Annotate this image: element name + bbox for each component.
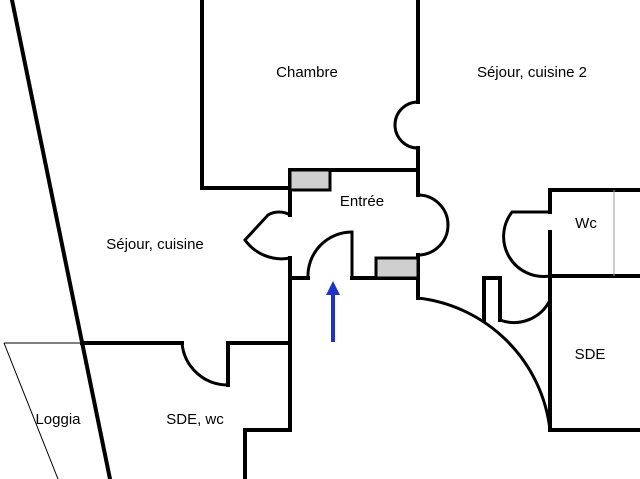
facade-diagonal-wall <box>9 0 113 479</box>
chambre-walls <box>200 0 420 190</box>
door-wc <box>502 210 551 278</box>
sde-walls <box>482 274 640 432</box>
room-label-wc: Wc <box>575 215 597 232</box>
sde-wc-walls <box>80 340 292 479</box>
room-label-sejour-cuisine-2: Séjour, cuisine 2 <box>477 64 587 81</box>
entrance-arrow-icon <box>326 281 340 342</box>
door-entrance <box>306 230 354 279</box>
door-entree-sejour2 <box>417 193 450 257</box>
closet-entree-top <box>288 168 332 192</box>
door-sde-wc <box>180 342 229 387</box>
room-label-sejour-cuisine: Séjour, cuisine <box>106 236 204 253</box>
room-label-sde: SDE <box>575 346 606 363</box>
wc-walls <box>548 188 640 278</box>
door-entree-sejour <box>243 210 291 261</box>
room-label-sde-wc: SDE, wc <box>166 411 224 428</box>
room-label-entree: Entrée <box>340 193 384 210</box>
room-label-loggia: Loggia <box>35 411 81 428</box>
closet-entree-bottom <box>374 256 420 280</box>
room-label-chambre: Chambre <box>276 64 338 81</box>
door-sde-arc <box>417 296 552 431</box>
door-chambre-sejour2 <box>393 100 419 150</box>
loggia-outline <box>3 342 88 479</box>
door-sde-small <box>499 299 552 325</box>
